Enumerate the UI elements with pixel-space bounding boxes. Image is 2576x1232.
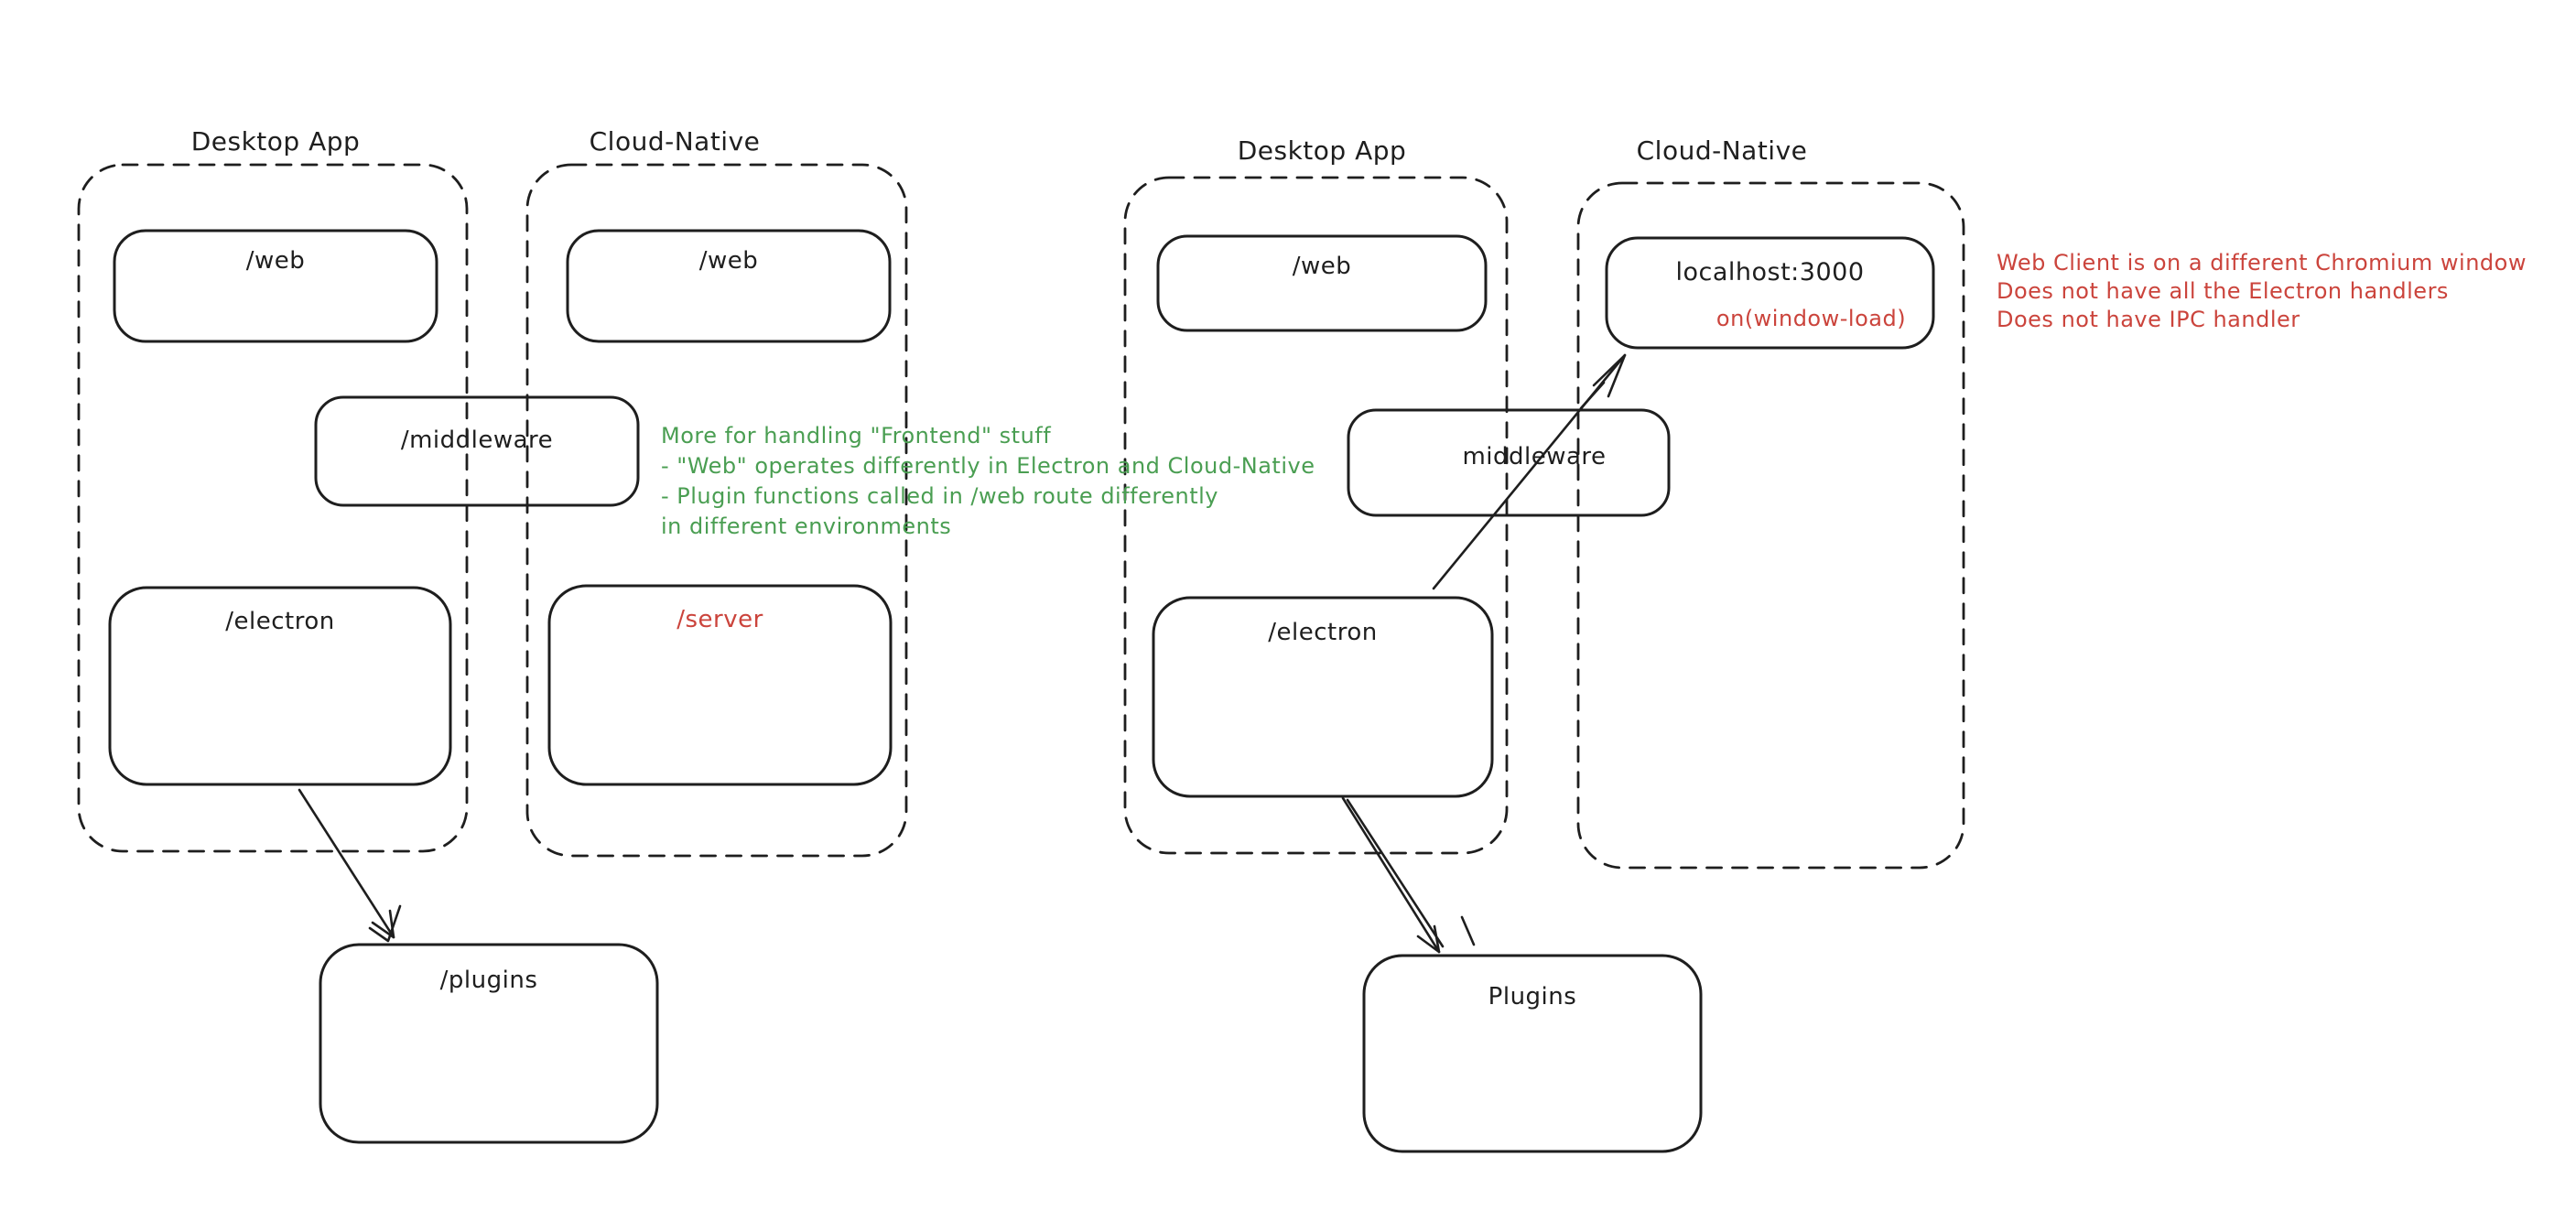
left-server-box[interactable] xyxy=(547,584,893,786)
left-web-cloud-box[interactable] xyxy=(566,229,892,343)
frontend-note-line: in different environments xyxy=(661,513,952,539)
left-cloud-native-container[interactable] xyxy=(525,163,908,858)
web-client-note-line: Web Client is on a different Chromium wi… xyxy=(1997,250,2527,276)
left-cloud-native-label: Cloud-Native xyxy=(589,126,761,157)
left-desktop-app-container[interactable] xyxy=(77,163,469,853)
arrow-electron-to-plugins-left[interactable] xyxy=(298,788,402,943)
frontend-note[interactable]: More for handling "Frontend" stuff - "We… xyxy=(661,421,1315,542)
left-plugins-box[interactable] xyxy=(319,943,659,1144)
left-web-cloud-box-label: /web xyxy=(698,247,759,275)
arrow-electron-to-plugins-right[interactable] xyxy=(1341,796,1476,954)
left-web-desktop-box-label: /web xyxy=(245,247,306,275)
right-web-box-label: /web xyxy=(1292,253,1352,280)
web-client-note-line: Does not have all the Electron handlers xyxy=(1997,278,2449,304)
right-middleware-box[interactable] xyxy=(1347,408,1671,517)
right-desktop-app-label: Desktop App xyxy=(1237,135,1407,166)
right-cloud-native-label: Cloud-Native xyxy=(1636,135,1808,166)
right-localhost-box-label: localhost:3000 xyxy=(1675,258,1865,286)
left-plugins-box-label: /plugins xyxy=(439,967,538,994)
right-web-box[interactable] xyxy=(1156,234,1488,332)
left-electron-box-label: /electron xyxy=(225,608,335,635)
left-desktop-app-label: Desktop App xyxy=(190,126,361,157)
right-cloud-native-container[interactable] xyxy=(1576,181,1965,870)
right-plugins-box[interactable] xyxy=(1362,954,1703,1153)
web-client-note-line: Does not have IPC handler xyxy=(1997,307,2300,332)
frontend-note-line: More for handling "Frontend" stuff xyxy=(661,423,1052,448)
right-middleware-box-label: middleware xyxy=(1462,443,1607,470)
right-plugins-box-label: Plugins xyxy=(1488,983,1577,1010)
left-middleware-box[interactable] xyxy=(314,395,640,507)
left-middleware-box-label: /middleware xyxy=(400,427,554,454)
arrow-electron-to-localhost[interactable] xyxy=(1432,353,1627,590)
left-electron-box[interactable] xyxy=(108,586,452,786)
right-electron-box[interactable] xyxy=(1152,596,1494,798)
right-electron-box-label: /electron xyxy=(1268,619,1378,646)
right-localhost-box[interactable] xyxy=(1605,236,1935,350)
web-client-note[interactable]: Web Client is on a different Chromium wi… xyxy=(1997,249,2527,334)
left-server-box-label: /server xyxy=(676,606,763,633)
frontend-note-line: - Plugin functions called in /web route … xyxy=(661,483,1218,509)
right-localhost-onload-label: on(window-load) xyxy=(1716,306,1907,331)
frontend-note-line: - "Web" operates differently in Electron… xyxy=(661,453,1315,479)
left-web-desktop-box[interactable] xyxy=(113,229,438,343)
